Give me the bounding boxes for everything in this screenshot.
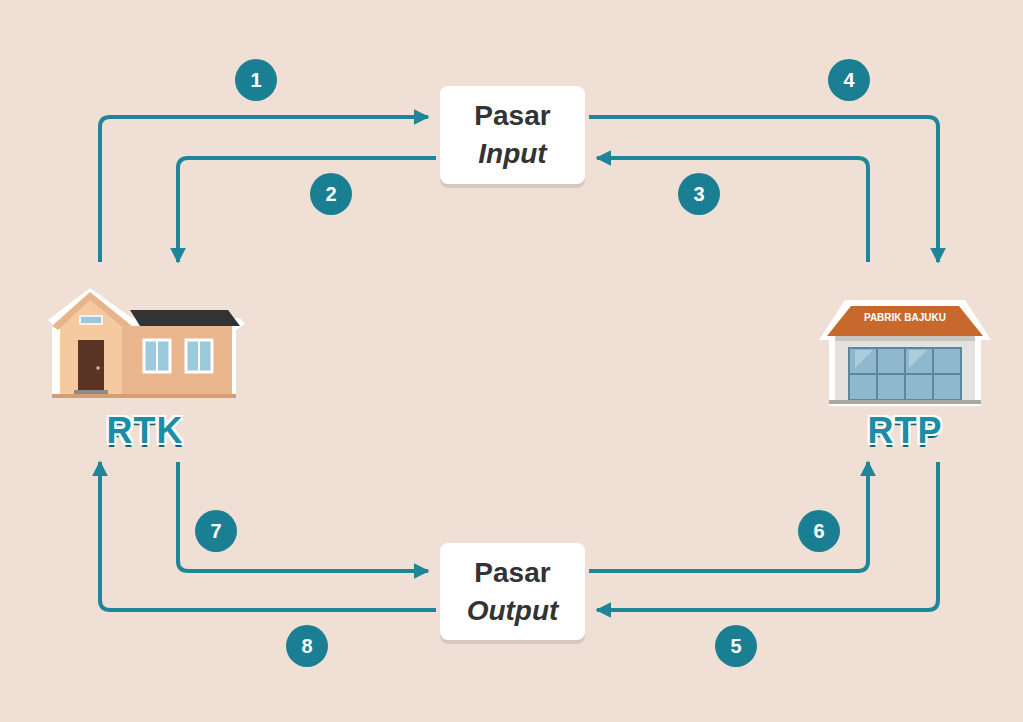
flow-arrow — [178, 462, 428, 571]
market-box: Pasar Output — [440, 543, 585, 640]
callout-number: 6 — [798, 510, 840, 552]
callout-number: 7 — [195, 510, 237, 552]
flow-arrow — [178, 158, 436, 262]
household-node: RTK — [40, 262, 250, 462]
actor-label: RTK — [40, 410, 250, 452]
callout-number: 5 — [715, 625, 757, 667]
factory-illustration — [815, 282, 995, 414]
flow-arrow — [597, 158, 868, 262]
market-label: Pasar Input — [474, 97, 550, 173]
market-box: Pasar Input — [440, 86, 585, 184]
market-label: Pasar Output — [467, 554, 559, 630]
producer-node: PABRIK BAJUKU RTP — [815, 262, 995, 462]
callout-number: 8 — [286, 625, 328, 667]
callout-number: 1 — [235, 59, 277, 101]
flow-arrow — [100, 462, 436, 610]
flow-arrow — [589, 462, 868, 571]
flow-arrow — [589, 117, 938, 262]
sign-text: PABRIK BAJUKU — [845, 311, 965, 324]
callout-number: 3 — [678, 173, 720, 215]
flow-arrow — [597, 462, 938, 610]
callout-number: 4 — [828, 59, 870, 101]
house-illustration — [40, 282, 250, 411]
actor-label: RTP — [815, 410, 995, 452]
flow-arrow — [100, 117, 428, 262]
callout-number: 2 — [310, 173, 352, 215]
